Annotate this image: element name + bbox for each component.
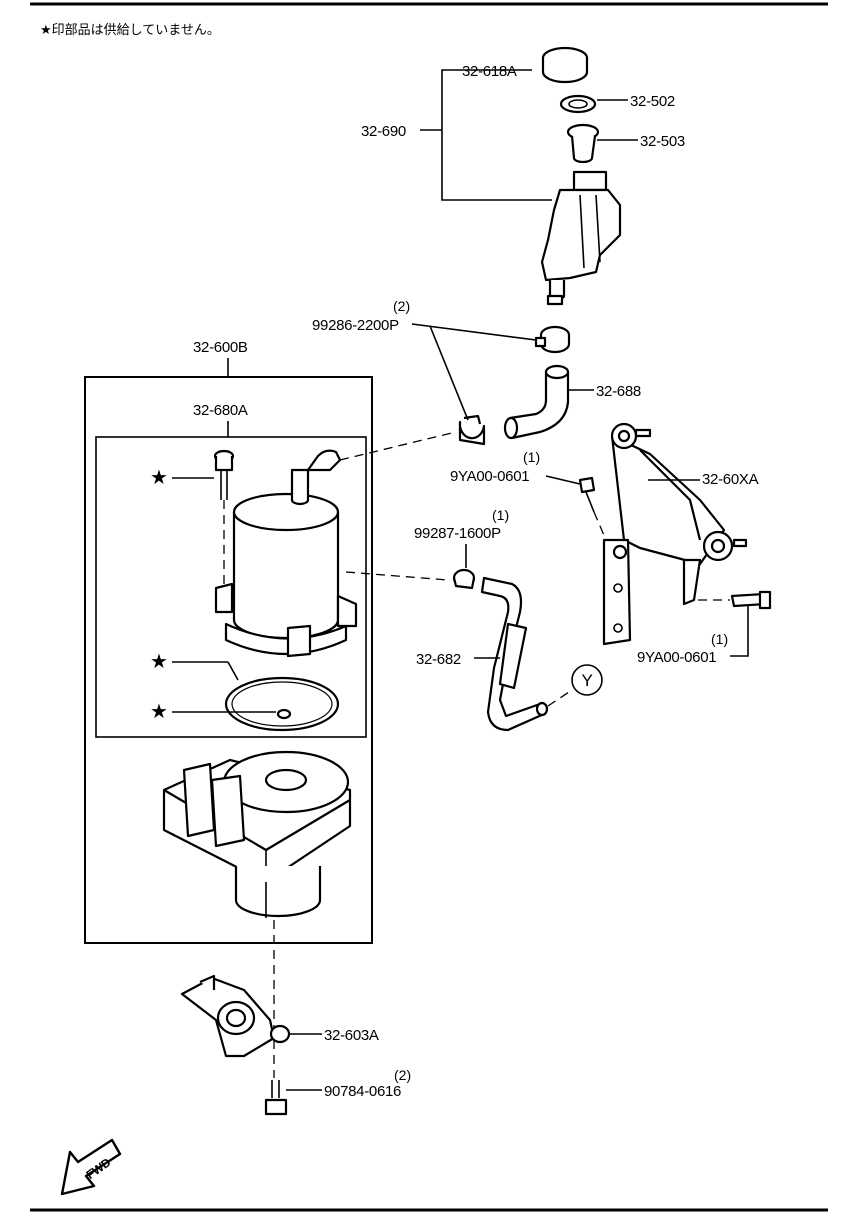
reservoir-tank <box>540 170 622 306</box>
reservoir-cap-32-618A <box>541 46 589 84</box>
seal-32-502 <box>559 94 597 114</box>
filter-32-503 <box>566 123 600 164</box>
pump-assembly-box <box>84 376 373 944</box>
label-32-603A: 32-603A <box>324 1027 379 1044</box>
rubber-mount-32-603A <box>269 1024 291 1044</box>
qty-9YA00-right: (1) <box>711 631 728 647</box>
label-9YA00-0601-right: 9YA00-0601 <box>637 649 716 666</box>
clamp-99286-lower <box>458 414 486 446</box>
star-marker-oring: ★ <box>150 651 168 673</box>
label-32-502: 32-502 <box>630 93 675 110</box>
label-9YA00-0601-top: 9YA00-0601 <box>450 468 529 485</box>
label-32-682: 32-682 <box>416 651 461 668</box>
qty-99287: (1) <box>492 507 509 523</box>
electric-pump-motor <box>162 750 352 918</box>
qty-99286: (2) <box>393 298 410 314</box>
svg-text:Y: Y <box>581 671 592 690</box>
not-supplied-note: ★印部品は供給していません。 <box>40 22 220 37</box>
label-99287-1600P: 99287-1600P <box>414 525 501 542</box>
bolt-90784-0616 <box>264 1080 288 1116</box>
o-ring-not-supplied <box>224 676 340 732</box>
label-32-690: 32-690 <box>361 123 406 140</box>
reservoir-subassembly-box <box>95 436 367 738</box>
label-32-60XA: 32-60XA <box>702 471 759 488</box>
hose-32-688 <box>503 364 570 440</box>
plug-not-supplied <box>276 708 292 720</box>
bolt-9YA00-right <box>730 590 772 610</box>
bracket-32-60XA <box>602 422 748 646</box>
qty-90784: (2) <box>394 1067 411 1083</box>
fwd-direction-arrow: FWD <box>60 1138 122 1196</box>
hose-32-682 <box>480 576 549 732</box>
label-32-688: 32-688 <box>596 383 641 400</box>
bolt-not-supplied <box>213 449 235 500</box>
mount-bracket <box>180 974 276 1058</box>
clamp-99287 <box>452 568 476 590</box>
bolt-9YA00-top <box>578 476 596 513</box>
label-32-618A: 32-618A <box>462 63 517 80</box>
label-99286-2200P: 99286-2200P <box>312 317 399 334</box>
sub-reservoir-32-680A <box>214 449 358 658</box>
label-32-600B: 32-600B <box>193 339 248 356</box>
label-32-680A: 32-680A <box>193 402 248 419</box>
clamp-99286-upper <box>534 325 571 354</box>
qty-9YA00-top: (1) <box>523 449 540 465</box>
label-32-503: 32-503 <box>640 133 685 150</box>
star-marker-bolt: ★ <box>150 467 168 489</box>
star-marker-plug: ★ <box>150 701 168 723</box>
label-90784-0616: 90784-0616 <box>324 1083 401 1100</box>
reference-mark-Y: Y <box>571 664 603 696</box>
